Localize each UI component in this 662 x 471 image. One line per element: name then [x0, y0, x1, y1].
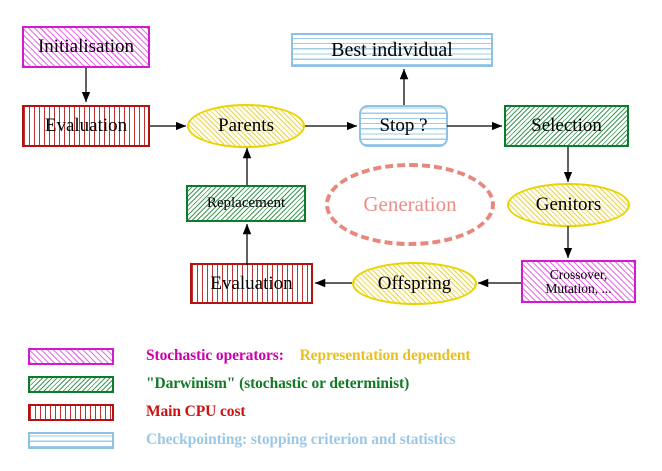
legend-label-primary-2: Main CPU cost [146, 403, 246, 420]
node-parents[interactable]: Parents [187, 104, 305, 148]
legend-row-checkpointing: Checkpointing: stopping criterion and st… [28, 428, 456, 452]
node-evaluation-top[interactable]: Evaluation [22, 105, 150, 147]
legend-swatch-magenta-diagonal-hatch [28, 347, 114, 365]
node-replacement-label: Replacement [206, 194, 286, 211]
node-crossover-line1: Crossover, [549, 266, 608, 282]
node-selection[interactable]: Selection [504, 105, 629, 147]
node-best-individual[interactable]: Best individual [291, 33, 493, 67]
legend-label-primary-0: Stochastic operators: [146, 347, 284, 364]
legend-swatch-green-backdiagonal-hatch [28, 375, 114, 393]
node-best-individual-label: Best individual [331, 38, 453, 61]
node-selection-label: Selection [531, 115, 602, 137]
legend-row-main-cpu-cost: Main CPU cost [28, 400, 246, 424]
node-initialisation[interactable]: Initialisation [22, 26, 150, 68]
node-evaluation-bottom-label: Evaluation [210, 272, 293, 294]
node-genitors[interactable]: Genitors [507, 183, 630, 227]
legend-label-primary-1: "Darwinism" (stochastic or determinist) [146, 375, 410, 392]
node-offspring[interactable]: Offspring [352, 262, 477, 305]
node-parents-label: Parents [218, 115, 274, 137]
legend-text-checkpointing: Checkpointing: stopping criterion and st… [146, 431, 456, 449]
legend-row-stochastic-operators: Stochastic operators: Representation dep… [28, 344, 471, 368]
node-replacement[interactable]: Replacement [186, 185, 306, 222]
node-generation-boundary: Generation [325, 163, 495, 246]
node-stop-label: Stop ? [379, 115, 428, 137]
node-genitors-label: Genitors [535, 194, 602, 216]
legend-label-primary-3: Checkpointing: stopping criterion and st… [146, 431, 456, 448]
node-evaluation-top-label: Evaluation [44, 115, 128, 137]
legend-swatch-red-vertical-stripes [28, 403, 114, 421]
legend-text-darwinism: "Darwinism" (stochastic or determinist) [146, 375, 409, 393]
legend-swatch-blue-horizontal-stripes [28, 431, 114, 449]
node-crossover-line2: Mutation, ... [545, 280, 612, 296]
legend-text-stochastic-operators: Stochastic operators: Representation dep… [146, 347, 471, 365]
node-generation-label: Generation [363, 192, 457, 216]
legend-text-main-cpu-cost: Main CPU cost [146, 403, 246, 421]
node-crossover-mutation[interactable]: Crossover, Mutation, ... [521, 260, 636, 303]
node-stop[interactable]: Stop ? [359, 105, 448, 147]
node-evaluation-bottom[interactable]: Evaluation [190, 263, 313, 304]
legend: Stochastic operators: Representation dep… [0, 336, 662, 471]
legend-row-darwinism: "Darwinism" (stochastic or determinist) [28, 372, 409, 396]
legend-label-secondary-0: Representation dependent [299, 347, 471, 364]
node-initialisation-label: Initialisation [37, 36, 135, 58]
node-offspring-label: Offspring [377, 272, 452, 294]
